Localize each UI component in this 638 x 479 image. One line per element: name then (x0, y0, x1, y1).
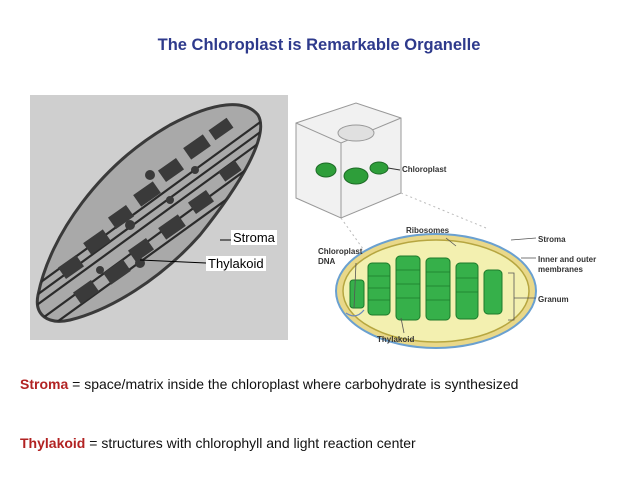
definition-thylakoid-text: = structures with chlorophyll and light … (85, 435, 416, 451)
diagram-label-thylakoid: Thylakoid (377, 335, 415, 344)
diagram-label-chloroplast: Chloroplast (402, 165, 447, 174)
diagram-label-ribosomes: Ribosomes (406, 226, 450, 235)
diagram-label-chloroplast-dna-2: DNA (318, 257, 336, 266)
diagram-label-membranes-1: Inner and outer (538, 255, 597, 264)
diagram-label-chloroplast-dna-1: Chloroplast (318, 247, 363, 256)
definition-thylakoid-term: Thylakoid (20, 435, 86, 451)
definition-stroma-term: Stroma (20, 376, 69, 392)
chloroplast-diagram (295, 102, 537, 349)
definition-thylakoid: Thylakoid = structures with chlorophyll … (20, 433, 580, 453)
diagram-label-granum: Granum (538, 295, 569, 304)
slide-title: The Chloroplast is Remarkable Organelle (157, 36, 481, 54)
diagram-label-stroma: Stroma (538, 235, 566, 244)
definition-stroma-text: = space/matrix inside the chloroplast wh… (68, 376, 519, 392)
micrograph-stroma-label: Stroma (231, 230, 277, 245)
plant-cell-sketch (295, 102, 402, 219)
definition-stroma: Stroma = space/matrix inside the chlorop… (20, 374, 580, 394)
chloroplast-micrograph (30, 95, 288, 340)
micrograph-thylakoid-label: Thylakoid (206, 256, 266, 271)
diagram-label-membranes-2: membranes (538, 265, 583, 274)
